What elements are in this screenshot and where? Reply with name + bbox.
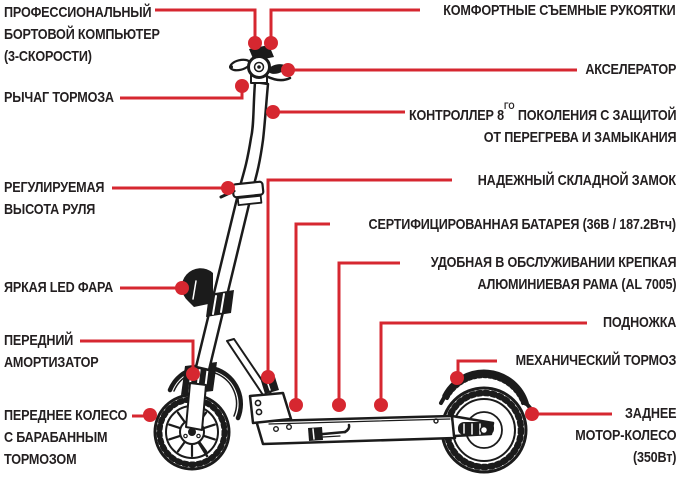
label-brake-lever: РЫЧАГ ТОРМОЗА <box>4 89 114 106</box>
callout-throttle-dot <box>281 63 295 77</box>
label-front-wheel: ПЕРЕДНЕЕ КОЛЕСО С БАРАБАННЫМ ТОРМОЗОМ <box>4 405 127 471</box>
label-line: (350Вт) <box>632 449 677 466</box>
label-rear-wheel: ЗАДНЕЕ МОТОР-КОЛЕСО (350Вт) <box>575 403 676 469</box>
label-footboard: ПОДНОЖКА <box>602 314 676 331</box>
rear-axle-drawing <box>450 414 495 438</box>
label-line: (3-СКОРОСТИ) <box>4 48 92 65</box>
rear-fender-drawing <box>439 369 533 411</box>
callout-controller-dot <box>266 105 280 119</box>
callout-lock-dot <box>261 370 275 384</box>
generation-superscript: ГО <box>503 101 515 112</box>
label-line: С БАРАБАННЫМ <box>4 429 108 446</box>
callout-frame-dot <box>332 398 346 412</box>
callout-brake-lever-dot <box>235 79 249 93</box>
handlebar-drawing <box>229 45 292 84</box>
label-line: БОРТОВОЙ КОМПЬЮТЕР <box>4 26 160 43</box>
front-wheel-drawing <box>153 393 231 471</box>
callout-brake-lever-line <box>120 86 244 100</box>
callout-rear-wheel-dot <box>525 407 539 421</box>
label-mechanical-brake: МЕХАНИЧЕСКИЙ ТОРМОЗ <box>515 352 676 369</box>
label-battery: СЕРТИФИЦИРОВАННАЯ БАТАРЕЯ (36В / 187.2Вт… <box>368 216 677 233</box>
label-led-headlight: ЯРКАЯ LED ФАРА <box>4 279 114 296</box>
callout-height-dot <box>221 181 235 195</box>
headlight-drawing <box>181 268 213 307</box>
callout-board-computer-dot <box>248 36 262 50</box>
label-line: ПРОФЕССИОНАЛЬНЫЙ <box>4 4 152 21</box>
label-controller: КОНТРОЛЛЕР 8ГО ПОКОЛЕНИЯ С ЗАЩИТОЙ ОТ ПЕ… <box>408 101 676 149</box>
label-line: ТОРМОЗОМ <box>4 451 77 468</box>
label-line: МОТОР-КОЛЕСО <box>574 427 676 444</box>
callout-mech-brake-dot <box>450 371 464 385</box>
callout-board-computer-line <box>155 8 257 43</box>
callout-footboard-line <box>379 321 587 405</box>
folding-lock-drawing <box>226 338 293 425</box>
callout-frame-line <box>337 261 400 405</box>
front-fender-drawing <box>167 365 244 421</box>
brake-lever-drawing <box>264 74 292 82</box>
callout-dots <box>143 36 539 422</box>
callout-shock-dot <box>186 367 200 381</box>
scooter-illustration <box>153 45 533 474</box>
label-line: ОТ ПЕРЕГРЕВА И ЗАМЫКАНИЯ <box>483 129 676 146</box>
label-board-computer: ПРОФЕССИОНАЛЬНЫЙ БОРТОВОЙ КОМПЬЮТЕР (3-С… <box>4 2 160 68</box>
label-line: ЗАДНЕЕ <box>624 405 677 422</box>
label-line: УДОБНАЯ В ОБСЛУЖИВАНИИ КРЕПКАЯ <box>430 254 676 271</box>
label-line: РЕГУЛИРУЕМАЯ <box>4 179 105 196</box>
callout-front-wheel-dot <box>143 408 157 422</box>
label-adjustable-height: РЕГУЛИРУЕМАЯ ВЫСОТА РУЛЯ <box>4 177 104 221</box>
callout-footboard-dot <box>374 398 388 412</box>
label-throttle: АКСЕЛЕРАТОР <box>585 61 676 78</box>
callout-battery-line <box>294 222 330 405</box>
label-line: АЛЮМИНИЕВАЯ РАМА (AL 7005) <box>477 276 676 293</box>
callout-battery-dot <box>289 398 303 412</box>
stem-drawing <box>194 80 270 372</box>
callout-shock-line <box>80 339 195 373</box>
callout-grips-line <box>269 8 420 43</box>
label-front-shock: ПЕРЕДНИЙ АМОРТИЗАТОР <box>4 330 99 374</box>
label-line: КОНТРОЛЛЕР 8ГО ПОКОЛЕНИЯ С ЗАЩИТОЙ <box>408 101 676 124</box>
label-frame: УДОБНАЯ В ОБСЛУЖИВАНИИ КРЕПКАЯ АЛЮМИНИЕВ… <box>430 252 676 296</box>
label-line: ПЕРЕДНЕЕ КОЛЕСО <box>4 407 128 424</box>
label-grips: КОМФОРТНЫЕ СЪЕМНЫЕ РУКОЯТКИ <box>443 2 676 19</box>
callout-grips-dot <box>264 36 278 50</box>
label-line: ПЕРЕДНИЙ <box>4 332 74 349</box>
callout-led-dot <box>175 281 189 295</box>
label-line: ВЫСОТА РУЛЯ <box>4 201 96 218</box>
callout-lock-line <box>266 178 452 377</box>
height-clamp-drawing <box>231 180 265 206</box>
label-folding-lock: НАДЕЖНЫЙ СКЛАДНОЙ ЗАМОК <box>477 172 676 189</box>
label-line: АМОРТИЗАТОР <box>4 354 99 371</box>
